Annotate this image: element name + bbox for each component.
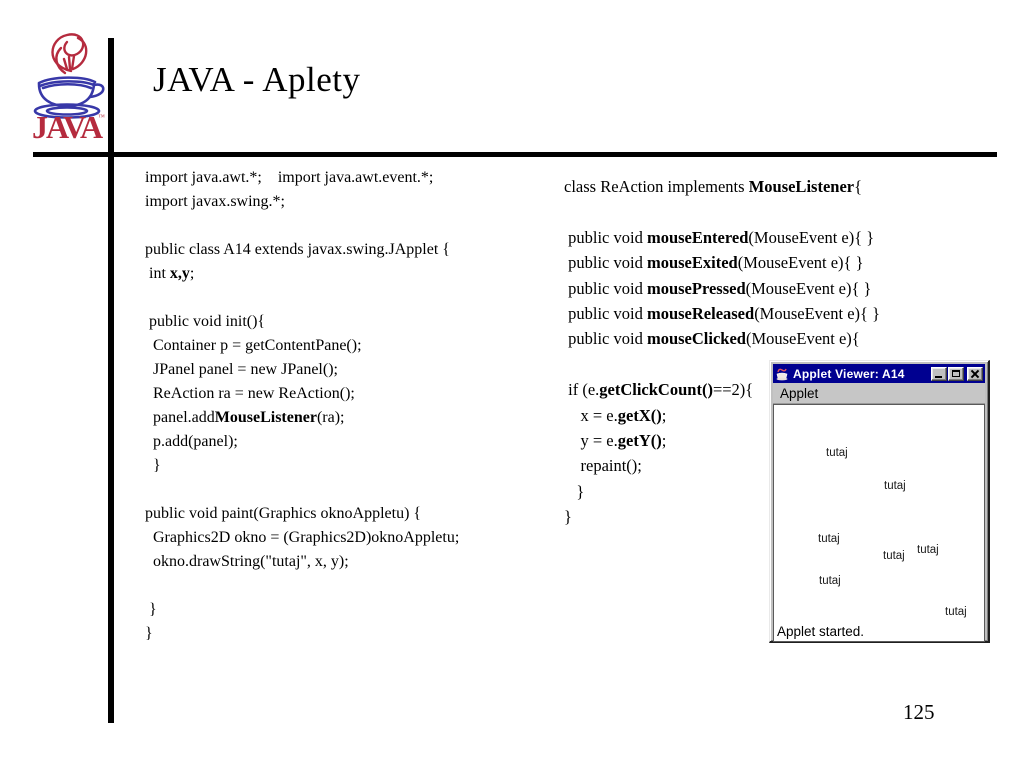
code-line: okno.drawString("tutaj", x, y);: [145, 553, 349, 570]
applet-drawn-string: tutaj: [818, 533, 840, 545]
applet-drawn-string: tutaj: [917, 544, 939, 556]
java-logo-icon: JAVA ™: [32, 33, 105, 143]
code-line: public void mouseExited(MouseEvent e){ }: [564, 253, 864, 273]
applet-drawn-string: tutaj: [945, 606, 967, 618]
code-line: public void mousePressed(MouseEvent e){ …: [564, 278, 872, 298]
code-line: public class A14 extends javax.swing.JAp…: [145, 241, 450, 258]
code-line: }: [564, 507, 572, 527]
code-line: repaint();: [564, 456, 642, 476]
code-line: JPanel panel = new JPanel();: [145, 361, 338, 378]
java-logo-text: JAVA: [32, 109, 103, 143]
applet-drawn-string: tutaj: [826, 447, 848, 459]
vertical-divider: [108, 38, 114, 723]
window-title: Applet Viewer: A14: [793, 366, 905, 381]
code-line: public void init(){: [145, 313, 266, 330]
code-line: [145, 214, 575, 238]
slide-page-number: 125: [903, 700, 935, 724]
code-line: class ReAction implements MouseListener{: [564, 177, 863, 196]
code-line: int x,y;: [145, 265, 195, 282]
code-line: ReAction ra = new ReAction();: [145, 385, 355, 402]
code-line: }: [145, 457, 161, 474]
page-title: JAVA - Aplety: [153, 60, 361, 99]
code-line: x = e.getX();: [564, 405, 667, 425]
minimize-button[interactable]: [931, 366, 947, 381]
close-button[interactable]: [967, 366, 983, 381]
code-line: public void mouseReleased(MouseEvent e){…: [564, 304, 880, 324]
java-logo-tm: ™: [98, 113, 105, 121]
code-line: [145, 574, 575, 598]
java-cup-icon: [776, 368, 788, 380]
code-line: y = e.getY();: [564, 431, 667, 451]
code-line: public void paint(Graphics oknoAppletu) …: [145, 505, 422, 522]
code-line: }: [564, 481, 585, 501]
maximize-button[interactable]: [948, 366, 964, 381]
code-column-left: import java.awt.*; import java.awt.event…: [145, 166, 575, 646]
code-line: import javax.swing.*;: [145, 193, 285, 210]
code-line: if (e.getClickCount()==2){: [564, 380, 754, 400]
code-line: [145, 286, 575, 310]
applet-canvas[interactable]: Applet started. tutaj tutaj tutaj tutaj tuta…: [773, 404, 985, 642]
code-line: p.add(panel);: [145, 433, 238, 450]
applet-drawn-string: tutaj: [819, 575, 841, 587]
code-line: panel.addMouseListener(ra);: [145, 409, 345, 426]
code-line: Container p = getContentPane();: [145, 337, 362, 354]
applet-viewer-window: Applet Viewer: A14 Applet Applet started…: [769, 360, 990, 643]
code-line: }: [145, 625, 153, 642]
code-line: public void mouseEntered(MouseEvent e){ …: [564, 227, 875, 247]
applet-status-text: Applet started.: [777, 624, 865, 639]
code-line: [145, 478, 575, 502]
code-line: import java.awt.*; import java.awt.event…: [145, 169, 434, 186]
code-column-right: class ReAction implements MouseListener{…: [564, 174, 984, 530]
code-line: public void mouseClicked(MouseEvent e){: [564, 329, 860, 349]
applet-drawn-string: tutaj: [883, 550, 905, 562]
menu-item-applet[interactable]: Applet: [780, 385, 819, 401]
code-line: }: [145, 601, 157, 618]
applet-drawn-string: tutaj: [884, 480, 906, 492]
code-line: Graphics2D okno = (Graphics2D)oknoApplet…: [145, 529, 460, 546]
window-titlebar[interactable]: Applet Viewer: A14: [773, 364, 985, 383]
horizontal-divider: [33, 152, 997, 157]
window-controls: [931, 366, 983, 381]
code-line: [564, 199, 984, 224]
window-menubar: Applet: [773, 383, 985, 404]
